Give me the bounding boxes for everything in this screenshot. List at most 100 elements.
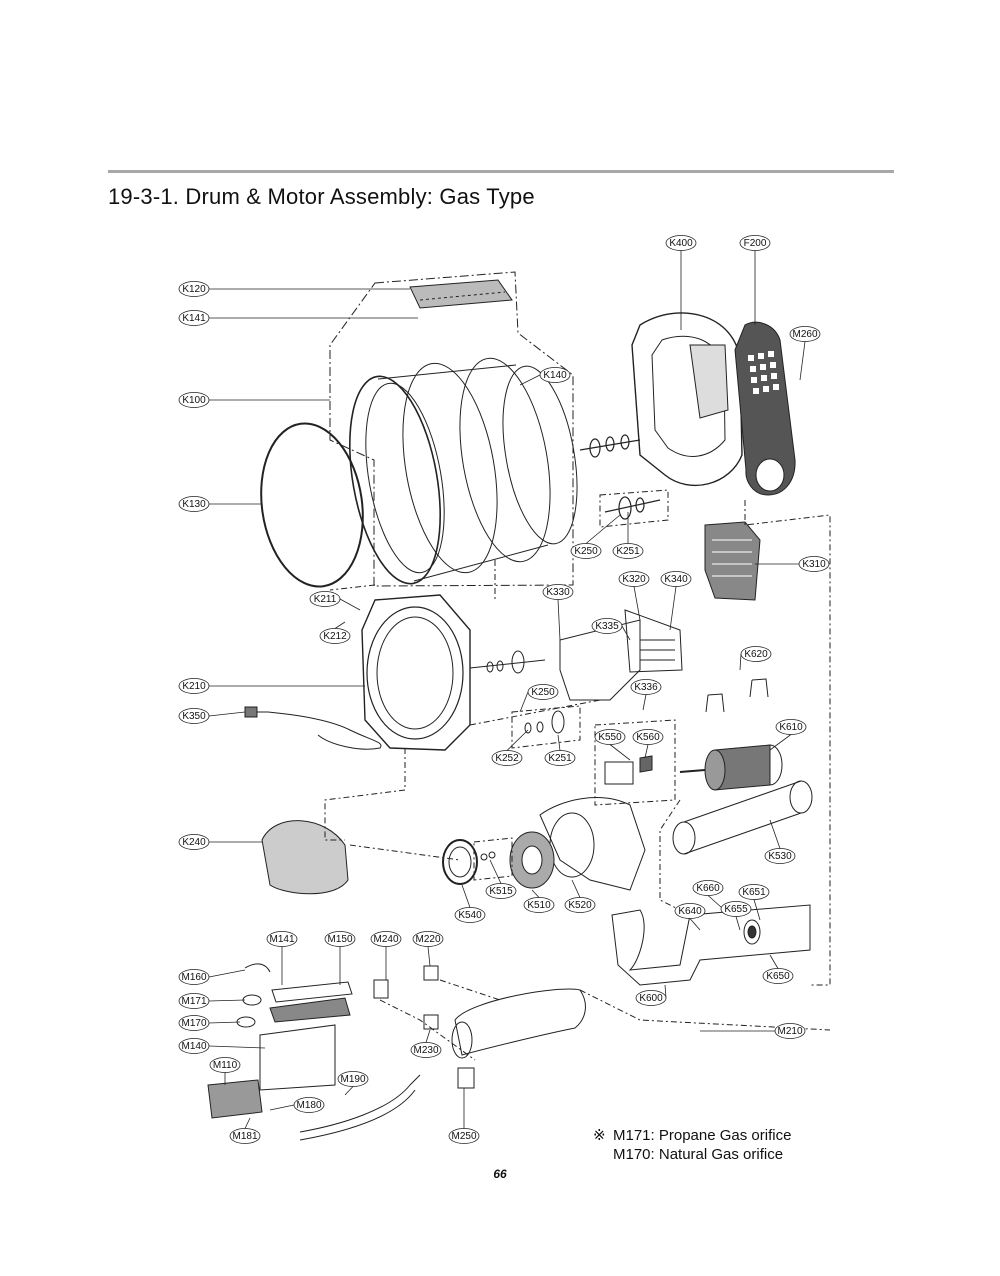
callout-k350: K350 bbox=[178, 708, 246, 724]
callout-label-m160: M160 bbox=[181, 972, 206, 983]
callout-leader-k651 bbox=[753, 899, 761, 921]
callout-bubble-k141 bbox=[178, 310, 210, 326]
callout-label-m260: M260 bbox=[792, 329, 817, 340]
gas-burner-assembly bbox=[207, 963, 439, 1141]
callout-leader-m230 bbox=[425, 1029, 431, 1043]
callout-k100: K100 bbox=[178, 392, 330, 408]
callout-label-k620: K620 bbox=[744, 649, 768, 660]
callout-m110: M110 bbox=[209, 1057, 241, 1085]
callout-label-k560: K560 bbox=[636, 732, 660, 743]
page-title: 19-3-1. Drum & Motor Assembly: Gas Type bbox=[108, 184, 535, 209]
callout-bubble-k560 bbox=[632, 729, 664, 745]
callout-bubble-k550 bbox=[594, 729, 626, 745]
drum-group-outline bbox=[329, 271, 574, 587]
callout-bubble-k650 bbox=[762, 968, 794, 984]
callout-bubble-k310 bbox=[798, 556, 830, 572]
callout-label-k651: K651 bbox=[742, 887, 766, 898]
callout-bubble-k350 bbox=[178, 708, 210, 724]
callout-k600: K600 bbox=[635, 984, 667, 1006]
callout-k211: K211 bbox=[309, 591, 361, 611]
callout-k400: K400 bbox=[665, 235, 697, 330]
callout-bubble-m141 bbox=[266, 931, 298, 947]
note-line-propane: M171: Propane Gas orifice bbox=[613, 1127, 792, 1144]
callout-label-k655: K655 bbox=[724, 904, 748, 915]
callout-label-k340: K340 bbox=[664, 574, 688, 585]
callout-m230: M230 bbox=[410, 1029, 442, 1058]
motor-clip-b bbox=[749, 678, 769, 698]
callout-label-k336: K336 bbox=[634, 682, 658, 693]
callout-label-k400: K400 bbox=[669, 238, 693, 249]
callout-label-m170: M170 bbox=[181, 1018, 206, 1029]
callout-leader-k510 bbox=[531, 889, 540, 898]
callout-bubble-k336 bbox=[630, 679, 662, 695]
callout-label-m220: M220 bbox=[415, 934, 440, 945]
callout-bubble-m180 bbox=[293, 1097, 325, 1113]
callout-label-k550: K550 bbox=[598, 732, 622, 743]
callout-label-m180: M180 bbox=[296, 1100, 321, 1111]
callout-k610: K610 bbox=[769, 719, 807, 751]
callout-leader-k140 bbox=[519, 374, 541, 386]
callout-label-m141: M141 bbox=[269, 934, 294, 945]
flame-sensor bbox=[457, 1067, 475, 1089]
callout-bubble-m210 bbox=[774, 1023, 806, 1039]
callout-k655: K655 bbox=[720, 901, 752, 931]
callout-k651: K651 bbox=[738, 884, 770, 921]
drive-motor bbox=[679, 744, 783, 791]
callout-leader-m220 bbox=[427, 946, 431, 967]
callout-label-k660: K660 bbox=[696, 883, 720, 894]
callout-m160: M160 bbox=[178, 969, 246, 985]
callout-m220: M220 bbox=[412, 931, 444, 967]
callout-label-k252: K252 bbox=[495, 753, 519, 764]
callout-leader-k252 bbox=[506, 729, 529, 751]
callout-leader-m260 bbox=[799, 341, 806, 381]
callout-label-k251: K251 bbox=[616, 546, 640, 557]
callout-k510: K510 bbox=[523, 889, 555, 913]
callout-k640: K640 bbox=[674, 903, 706, 931]
callout-bubble-k530 bbox=[764, 848, 796, 864]
callout-bubble-m220 bbox=[412, 931, 444, 947]
callout-label-m140: M140 bbox=[181, 1041, 206, 1052]
callout-label-k330: K330 bbox=[546, 587, 570, 598]
header-rule bbox=[108, 170, 894, 173]
callout-leader-k251 bbox=[557, 734, 561, 751]
motor-switch bbox=[604, 761, 634, 785]
connector-lines bbox=[324, 500, 831, 1061]
callout-k550: K550 bbox=[594, 729, 631, 761]
callout-label-f200: F200 bbox=[744, 238, 767, 249]
callout-leader-k340 bbox=[669, 586, 677, 631]
callout-leader-k320 bbox=[633, 586, 641, 621]
callout-bubble-k651 bbox=[738, 884, 770, 900]
baffle bbox=[409, 279, 513, 309]
callout-k620: K620 bbox=[739, 646, 772, 671]
callout-leader-k335 bbox=[621, 625, 631, 641]
orifice-note: ※M171: Propane Gas orifice M170: Natural… bbox=[593, 1126, 791, 1164]
callout-k251: K251 bbox=[612, 512, 644, 559]
callout-leader-k350 bbox=[208, 711, 246, 717]
callout-leader-k336 bbox=[642, 694, 647, 711]
callout-label-m150: M150 bbox=[327, 934, 352, 945]
callout-k335: K335 bbox=[591, 618, 631, 641]
callout-k340: K340 bbox=[660, 571, 692, 631]
callout-leader-k640 bbox=[689, 918, 701, 931]
motor-clip-a bbox=[705, 693, 725, 713]
burner-tube bbox=[451, 988, 586, 1059]
callout-bubble-k600 bbox=[635, 990, 667, 1006]
callout-leader-m160 bbox=[208, 969, 246, 978]
callout-label-k640: K640 bbox=[678, 906, 702, 917]
callout-leader-k540 bbox=[461, 884, 471, 908]
callout-label-m210: M210 bbox=[777, 1026, 802, 1037]
callout-leader-k650 bbox=[769, 954, 779, 969]
callout-label-k251: K251 bbox=[548, 753, 572, 764]
callout-label-k130: K130 bbox=[182, 499, 206, 510]
callout-bubble-m250 bbox=[448, 1128, 480, 1144]
drum-seal-ring bbox=[260, 422, 364, 588]
callout-bubble-f200 bbox=[739, 235, 771, 251]
callout-bubble-k520 bbox=[564, 897, 596, 913]
callout-k212: K212 bbox=[319, 621, 351, 644]
callout-k515: K515 bbox=[485, 859, 517, 899]
callout-bubble-k515 bbox=[485, 883, 517, 899]
callout-bubble-k400 bbox=[665, 235, 697, 251]
callout-bubble-m110 bbox=[209, 1057, 241, 1073]
callout-k130: K130 bbox=[178, 496, 262, 512]
callout-bubble-k120 bbox=[178, 281, 210, 297]
